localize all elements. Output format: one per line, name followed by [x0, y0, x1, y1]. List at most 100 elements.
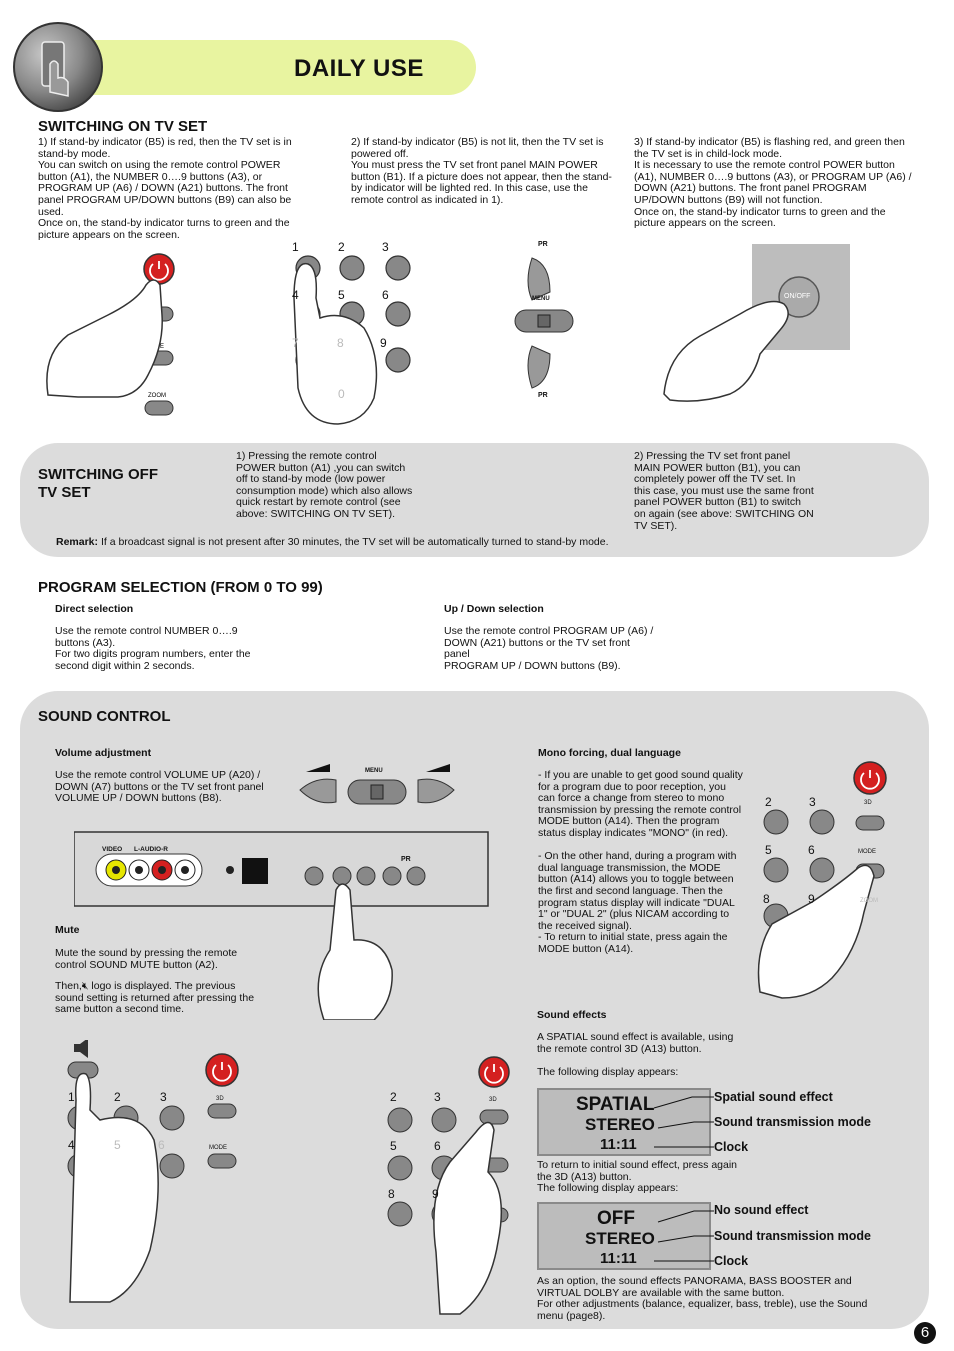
mode-digit-9: 9 — [808, 892, 815, 906]
3d-label: 3D — [489, 1097, 497, 1103]
3d-digit-5: 5 — [390, 1139, 397, 1153]
display1-label1: Spatial sound effect — [714, 1090, 833, 1104]
switching-off-text-2: 2) Pressing the TV set front panel MAIN … — [634, 450, 814, 532]
mute-text-2-pre: Then, — [55, 980, 82, 992]
pr-label-top: PR — [538, 241, 548, 248]
video-label: VIDEO — [102, 846, 123, 853]
mute-digit-5: 5 — [114, 1138, 121, 1152]
page-title: DAILY USE — [294, 55, 424, 82]
display1-line2: STEREO — [585, 1115, 655, 1134]
display1-label2: Sound transmission mode — [714, 1115, 871, 1129]
front-panel-illustration — [74, 831, 489, 1020]
display2-line3: 11:11 — [600, 1250, 637, 1267]
mute-digit-2: 2 — [114, 1090, 121, 1104]
switching-on-text-2: 2) If stand-by indicator (B5) is not lit… — [351, 136, 612, 206]
mode-mode-label: MODE — [858, 849, 876, 855]
display-off: OFF STEREO 11:11 — [537, 1202, 711, 1270]
display2-leader-lines — [654, 1210, 714, 1262]
display1-label3: Clock — [714, 1140, 749, 1154]
switching-off-panel — [20, 443, 929, 557]
mute-text-2-post: logo is displayed. The previous sound se… — [55, 980, 255, 1016]
switching-on-text-3: 3) If stand-by indicator (B5) is flashin… — [634, 136, 912, 230]
mono-text: - If you are unable to get good sound qu… — [538, 769, 743, 955]
daily-use-icon — [13, 22, 103, 112]
number-keypad-illustration — [293, 255, 411, 425]
3d-digit-9: 9 — [432, 1187, 439, 1201]
mute-3d-label: 3D — [216, 1096, 224, 1102]
title-bar — [62, 40, 476, 95]
onoff-illustration — [663, 276, 820, 402]
updown-selection-title: Up / Down selection — [444, 603, 544, 615]
volume-menu-label: MENU — [365, 768, 383, 774]
page-number: 6 — [914, 1322, 936, 1344]
digit-3: 3 — [382, 240, 389, 254]
mode-remote-illustration — [757, 761, 887, 999]
mute-remote-illustration — [67, 1040, 239, 1303]
display1-line1: SPATIAL — [576, 1094, 655, 1115]
mode-3d-label: 3D — [864, 800, 872, 806]
mute-digit-1: 1 — [68, 1090, 75, 1104]
panel-pr-label: PR — [401, 856, 411, 863]
final-text: As an option, the sound effects PANORAMA… — [537, 1275, 868, 1322]
switching-on-text-1: 1) If stand-by indicator (B5) is red, th… — [38, 136, 292, 241]
display2-label1: No sound effect — [714, 1203, 809, 1217]
digit-8: 8 — [337, 336, 344, 350]
mute-digit-6: 6 — [158, 1138, 165, 1152]
remote-power-illustration: D MODE ZOOM — [46, 253, 175, 416]
digit-9: 9 — [380, 336, 387, 350]
display1-line3: 11:11 — [600, 1136, 637, 1153]
svg-text:ZOOM: ZOOM — [148, 393, 166, 399]
display2-label3: Clock — [714, 1254, 749, 1268]
3d-digit-8: 8 — [388, 1187, 395, 1201]
mode-digit-2: 2 — [765, 795, 772, 809]
digit-2: 2 — [338, 240, 345, 254]
digit-4: 4 — [292, 288, 299, 302]
mute-mode-label: MODE — [209, 1145, 227, 1151]
mono-title: Mono forcing, dual language — [538, 747, 681, 759]
direct-selection-text: Use the remote control NUMBER 0….9 butto… — [55, 625, 251, 672]
mode-digit-8: 8 — [763, 892, 770, 906]
mute-text-2: Then,🔇︎ logo is displayed. The previous … — [55, 980, 265, 1016]
volume-text: Use the remote control VOLUME UP (A20) /… — [55, 769, 264, 805]
digit-1: 1 — [292, 240, 299, 254]
return-text: To return to initial sound effect, press… — [537, 1159, 738, 1195]
effects-text: A SPATIAL sound effect is available, usi… — [537, 1031, 734, 1078]
volume-rocker-illustration — [299, 764, 455, 805]
mode-digit-6: 6 — [808, 843, 815, 857]
display1-leader-lines — [653, 1096, 714, 1148]
volume-title: Volume adjustment — [55, 747, 152, 759]
remark-text: If a broadcast signal is not present aft… — [98, 536, 609, 548]
display2-label2: Sound transmission mode — [714, 1229, 871, 1243]
digit-5: 5 — [338, 288, 345, 302]
remark: Remark: If a broadcast signal is not pre… — [56, 536, 609, 549]
3d-digit-2: 2 — [390, 1090, 397, 1104]
display2-line2: STEREO — [585, 1229, 655, 1248]
sound-heading: SOUND CONTROL — [38, 708, 171, 725]
switching-on-heading: SWITCHING ON TV SET — [38, 118, 208, 135]
onoff-label: ON/OFF — [784, 293, 811, 300]
mode-digit-3: 3 — [809, 795, 816, 809]
menu-label: MENU — [532, 296, 550, 302]
mute-text: Mute the sound by pressing the remote co… — [55, 947, 238, 971]
mode-zoom-label: ZOOM — [860, 898, 878, 904]
remark-label: Remark: — [56, 536, 99, 548]
3d-digit-6: 6 — [434, 1139, 441, 1153]
digit-6: 6 — [382, 288, 389, 302]
program-heading: PROGRAM SELECTION (FROM 0 TO 99) — [38, 579, 323, 596]
mode-digit-5: 5 — [765, 843, 772, 857]
mute-digit-4: 4 — [68, 1138, 75, 1152]
mute-digit-3: 3 — [160, 1090, 167, 1104]
digit-0: 0 — [338, 387, 345, 401]
switching-off-text-1: 1) Pressing the remote control POWER but… — [236, 450, 413, 520]
display2-line1: OFF — [597, 1208, 635, 1229]
direct-selection-title: Direct selection — [55, 603, 134, 615]
updown-selection-text: Use the remote control PROGRAM UP (A6) /… — [444, 625, 654, 672]
3d-digit-3: 3 — [434, 1090, 441, 1104]
audio-label: L-AUDIO-R — [134, 846, 168, 853]
mute-icon-inline: 🔇︎ — [81, 980, 89, 992]
switching-off-heading: SWITCHING OFF TV SET — [38, 466, 158, 501]
mute-title: Mute — [55, 924, 80, 936]
page-number-text: 6 — [920, 1324, 930, 1341]
pr-label-bottom: PR — [538, 392, 548, 399]
effects-title: Sound effects — [537, 1009, 607, 1021]
